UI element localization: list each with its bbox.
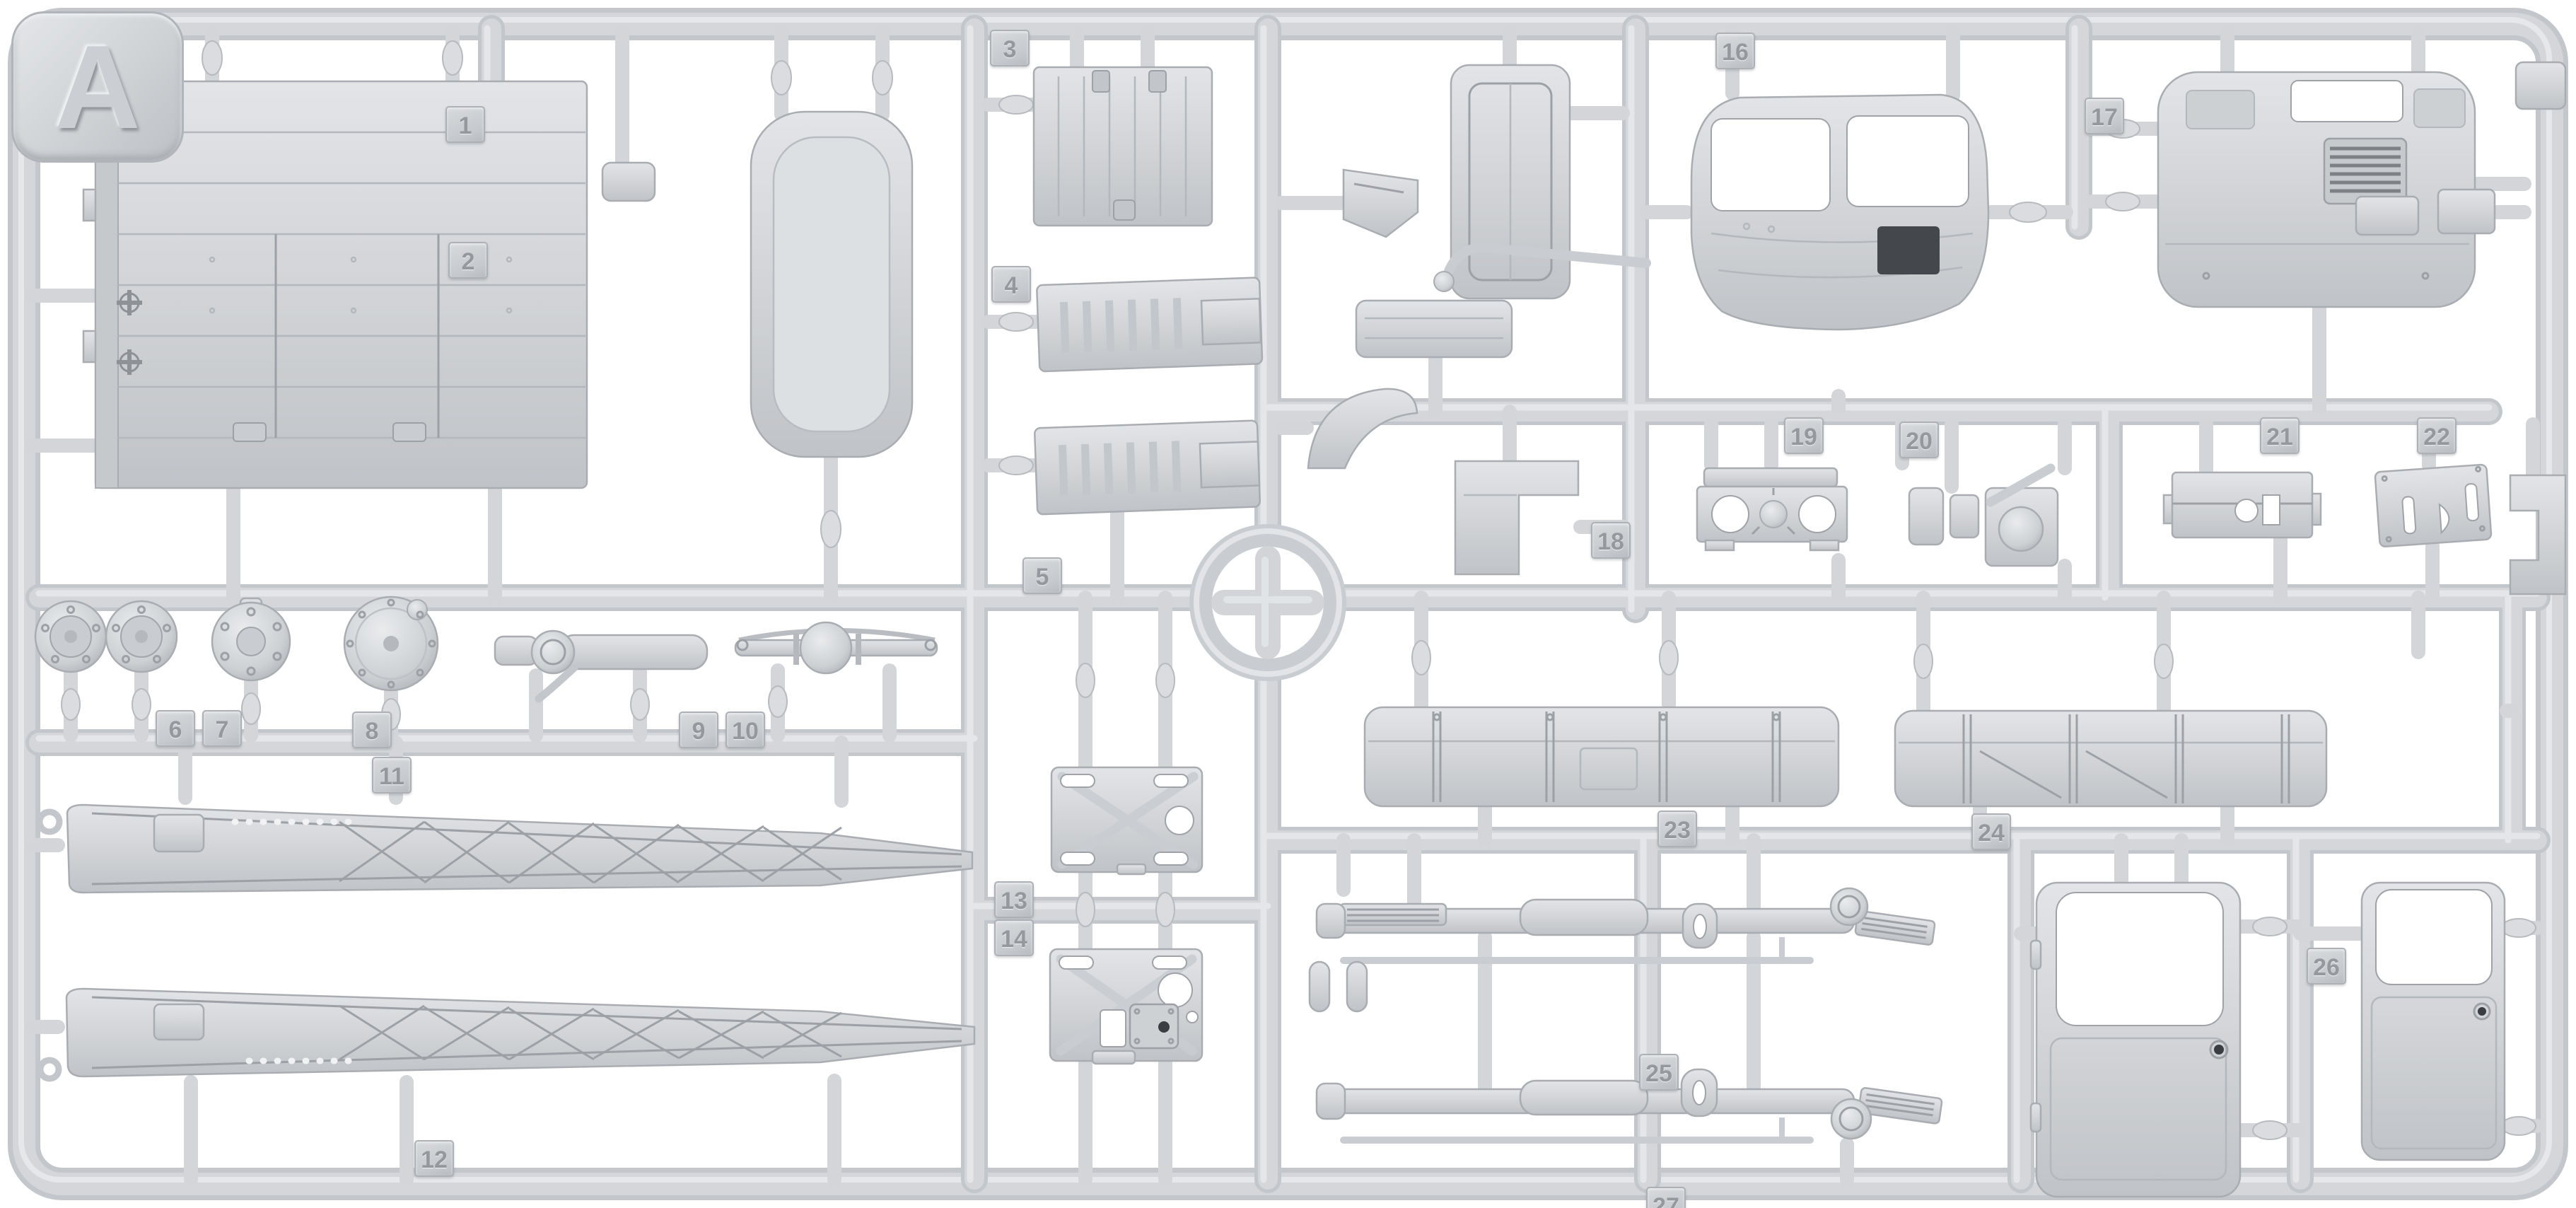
part-cargo-bed-floor [82, 80, 588, 489]
part-cab-front [1690, 93, 1990, 331]
part-running-board-lower [1034, 419, 1261, 516]
part-axle-leaf-spring [734, 621, 938, 675]
part-number-tag: 7 [202, 710, 242, 747]
part-bed-side-board-left [1363, 706, 1840, 808]
part-fender [1307, 388, 1418, 470]
part-number-tag: 11 [372, 757, 412, 794]
floor-hatch [1129, 1003, 1179, 1050]
part-slotted-plate [2374, 463, 2493, 548]
part-bed-side-board-right [1894, 709, 2328, 808]
part-brake-drum [34, 600, 107, 673]
part-firewall-plate [1454, 460, 1580, 576]
part-gear-lever [1433, 242, 1651, 292]
part-mount-plate [2162, 471, 2322, 539]
part-number-tag: 17 [2085, 98, 2124, 134]
part-small-box [2437, 188, 2496, 235]
part-cab-rear-panel [2157, 71, 2476, 308]
part-number-tag: 14 [994, 919, 1034, 956]
part-disc-bracket [1984, 463, 2059, 567]
part-chassis-rail-lower [37, 987, 976, 1082]
part-number-tag: 8 [352, 712, 392, 748]
part-bed-front-panel [1032, 66, 1213, 227]
part-number-tag: 18 [1591, 522, 1631, 559]
rear-panel-vent [2323, 137, 2408, 205]
part-small-bracket [601, 161, 656, 202]
part-c-bracket [2509, 474, 2567, 596]
part-number-tag: 22 [2417, 417, 2456, 454]
part-number-tag: 2 [448, 242, 488, 279]
part-small-box [2355, 195, 2420, 236]
part-cab-roof [750, 110, 914, 458]
part-number-tag: 21 [2260, 417, 2300, 454]
part-number-tag: 13 [994, 881, 1034, 918]
part-number-tag: 26 [2307, 948, 2346, 985]
part-pedal [1908, 487, 1945, 546]
part-floor-panel-lower [1049, 948, 1204, 1065]
part-brake-drum [105, 600, 178, 673]
part-steering-box [494, 629, 709, 703]
part-running-board-upper [1036, 277, 1264, 373]
part-shock-link [1308, 960, 1331, 1013]
spring-hanger [1680, 1068, 1718, 1117]
part-number-tag: 3 [990, 30, 1030, 66]
part-number-tag: 12 [414, 1140, 454, 1177]
part-transfer-case [211, 597, 291, 682]
part-differential-housing [343, 596, 439, 692]
part-radiator-support [1696, 467, 1848, 552]
part-number-tag: 1 [445, 106, 485, 143]
part-number-tag: 16 [1715, 33, 1755, 69]
part-front-axle [1315, 887, 1936, 964]
part-floor-panel-upper [1050, 766, 1204, 876]
part-rear-axle [1315, 1068, 1943, 1144]
sprue-letter-label: A [54, 21, 141, 153]
part-number-tag: 27 [1646, 1187, 1686, 1208]
part-small-box [2514, 61, 2567, 110]
center-cross-hub [1189, 524, 1346, 681]
part-number-tag: 5 [1022, 557, 1062, 594]
part-shock-link [1346, 960, 1368, 1013]
sprue-letter-tab: A [11, 11, 184, 163]
part-door-right [2360, 881, 2506, 1161]
part-number-tag: 23 [1657, 811, 1697, 847]
part-number-tag: 9 [679, 712, 718, 748]
bed-alignment-mark [117, 290, 142, 315]
part-pedal [1949, 494, 1980, 539]
part-number-tag: 20 [1899, 422, 1939, 458]
part-number-tag: 6 [156, 710, 195, 747]
part-number-tag: 10 [725, 712, 765, 748]
spring-hanger [1682, 902, 1718, 949]
part-number-tag: 25 [1639, 1054, 1679, 1091]
part-number-tag: 24 [1971, 813, 2011, 850]
bed-alignment-mark [117, 349, 142, 375]
part-seat-base [1355, 299, 1513, 359]
part-chassis-rail-upper [36, 803, 974, 894]
part-number-tag: 4 [991, 266, 1031, 303]
part-number-tag: 19 [1784, 417, 1824, 454]
part-door-left [2029, 881, 2242, 1198]
part-seat-back [1450, 64, 1571, 300]
part-angle-bracket [1342, 168, 1419, 238]
